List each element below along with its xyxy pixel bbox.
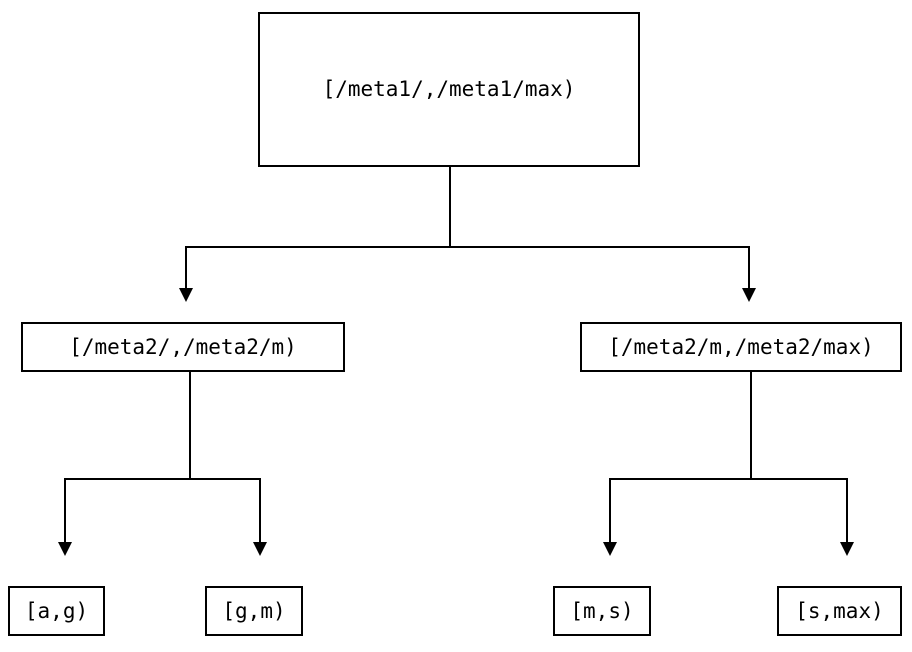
tree-node-level2-right-label: [/meta2/m,/meta2/max) xyxy=(608,334,874,359)
edge-root-stem xyxy=(449,167,451,248)
tree-node-leaf-4[interactable]: [s,max) xyxy=(777,586,902,636)
tree-node-level2-left[interactable]: [/meta2/,/meta2/m) xyxy=(21,322,345,372)
tree-node-level2-left-label: [/meta2/,/meta2/m) xyxy=(69,334,297,359)
tree-node-leaf-4-label: [s,max) xyxy=(795,598,884,623)
tree-node-leaf-1-label: [a,g) xyxy=(24,598,89,623)
edge-level2-left-to-leaf2 xyxy=(259,478,261,542)
tree-node-leaf-2[interactable]: [g,m) xyxy=(205,586,303,636)
edge-root-crossbar xyxy=(185,246,750,248)
arrowhead-down-icon-root-left xyxy=(179,288,193,302)
edge-root-to-level2-right xyxy=(748,246,750,288)
edge-level2-left-to-leaf1 xyxy=(64,478,66,542)
tree-node-leaf-1[interactable]: [a,g) xyxy=(8,586,105,636)
arrowhead-down-icon-leaf3 xyxy=(603,542,617,556)
edge-level2-left-stem xyxy=(189,372,191,480)
arrowhead-down-icon-leaf2 xyxy=(253,542,267,556)
edge-level2-right-stem xyxy=(750,372,752,480)
arrowhead-down-icon-leaf4 xyxy=(840,542,854,556)
arrowhead-down-icon-leaf1 xyxy=(58,542,72,556)
arrowhead-down-icon-root-right xyxy=(742,288,756,302)
tree-node-leaf-2-label: [g,m) xyxy=(222,598,286,623)
tree-node-leaf-3-label: [m,s) xyxy=(570,598,634,623)
edge-level2-right-to-leaf4 xyxy=(846,478,848,542)
edge-level2-right-to-leaf3 xyxy=(609,478,611,542)
tree-node-level2-right[interactable]: [/meta2/m,/meta2/max) xyxy=(580,322,902,372)
edge-level2-right-crossbar xyxy=(609,478,848,480)
edge-root-to-level2-left xyxy=(185,246,187,288)
tree-node-root[interactable]: [/meta1/,/meta1/max) xyxy=(258,12,640,167)
tree-node-leaf-3[interactable]: [m,s) xyxy=(553,586,651,636)
tree-node-root-label: [/meta1/,/meta1/max) xyxy=(322,77,576,101)
edge-level2-left-crossbar xyxy=(64,478,261,480)
